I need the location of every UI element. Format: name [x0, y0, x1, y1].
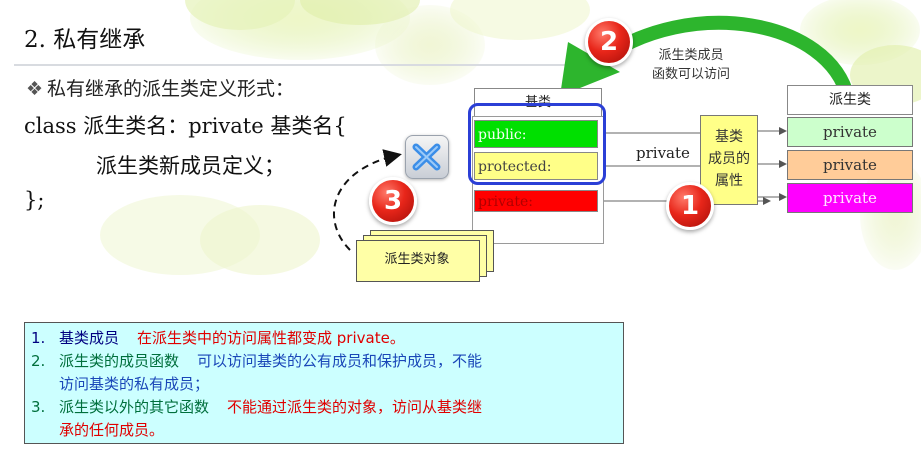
base-row-private: private:	[474, 190, 598, 212]
x-glyph-icon	[412, 143, 441, 171]
derived-class-title: 派生类	[787, 85, 913, 115]
note-3: 3. 派生类以外的其它函数不能通过派生类的对象，访问从基类继 承的任何成员。	[31, 396, 617, 442]
members-label-line-2: 成员的	[708, 151, 750, 167]
note-1-subject: 基类成员	[59, 329, 120, 347]
dashed-object-arrow	[333, 149, 402, 251]
derived-row-3: private	[787, 183, 913, 213]
badge-2: 2	[585, 18, 633, 66]
definition-bullet: ❖私有继承的派生类定义形式：	[26, 74, 294, 101]
members-label-line-1: 基类	[715, 129, 743, 145]
derived-object-label: 派生类对象	[384, 252, 450, 267]
derived-object-stack: 派生类对象	[356, 230, 496, 282]
note-3-subject: 派生类以外的其它函数	[59, 398, 210, 416]
code-line-2: 派生类新成员定义；	[96, 154, 285, 178]
green-access-arrow	[593, 15, 855, 105]
bullet-text: 私有继承的派生类定义形式：	[47, 78, 295, 100]
base-member-attribute-box: 基类 成员的 属性	[700, 115, 758, 205]
badge-3: 3	[369, 177, 417, 225]
base-row-protected: protected:	[474, 152, 598, 180]
note-2-subject: 派生类的成员函数	[59, 352, 180, 370]
derived-row-2: private	[787, 150, 913, 180]
note-3-desc: 不能通过派生类的对象，访问从基类继	[227, 398, 483, 416]
callout-line-2: 函数可以访问	[651, 67, 730, 82]
members-label-line-3: 属性	[715, 173, 743, 189]
note-2-number: 2.	[31, 352, 46, 370]
derived-row-1: private	[787, 117, 913, 147]
notes-box: 1. 基类成员在派生类中的访问属性都变成 private。 2. 派生类的成员函…	[24, 322, 624, 444]
note-2-desc-cont: 访问基类的私有成员；	[59, 375, 210, 393]
note-1-desc: 在派生类中的访问属性都变成 private。	[137, 329, 405, 347]
note-1-number: 1.	[31, 329, 46, 347]
note-3-number: 3.	[31, 398, 46, 416]
note-3-desc-cont: 承的任何成员。	[59, 421, 165, 439]
private-arrow-label: private	[636, 144, 690, 162]
member-function-callout: 派生类成员 函数可以访问	[636, 46, 746, 84]
title-divider	[14, 64, 584, 66]
close-x-icon	[405, 135, 449, 179]
note-2-desc: 可以访问基类的公有成员和保护成员，不能	[197, 352, 483, 370]
badge-1: 1	[666, 182, 714, 230]
note-2: 2. 派生类的成员函数可以访问基类的公有成员和保护成员，不能 访问基类的私有成员…	[31, 350, 617, 396]
green-arrow-head	[560, 42, 620, 96]
accessible-members-frame	[468, 103, 606, 185]
note-1: 1. 基类成员在派生类中的访问属性都变成 private。	[31, 327, 617, 350]
diamond-bullet-icon: ❖	[26, 78, 44, 100]
code-line-3: };	[24, 188, 45, 212]
callout-line-1: 派生类成员	[658, 48, 724, 63]
slide-title: 2. 私有继承	[24, 27, 146, 53]
base-row-public: public:	[474, 120, 598, 148]
code-line-1: class 派生类名：private 基类名{	[24, 114, 347, 138]
doc-sheet-front	[356, 240, 480, 282]
